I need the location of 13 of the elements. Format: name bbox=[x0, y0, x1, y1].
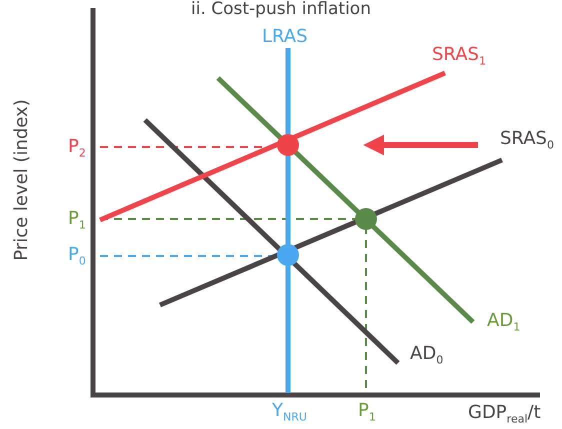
output-label: Y$_{NRU}$ bbox=[272, 402, 307, 423]
curve-label: LRAS bbox=[262, 28, 308, 46]
price-level-label: P$_{1}$ bbox=[68, 210, 86, 231]
price-level-label: P$_{0}$ bbox=[68, 246, 86, 267]
curve-label: SRAS$_{1}$ bbox=[432, 46, 486, 67]
output-label: P$_{1}$ bbox=[358, 402, 376, 423]
curve-label: AD$_{0}$ bbox=[410, 345, 444, 366]
curve-label: SRAS$_{0}$ bbox=[500, 130, 554, 151]
curve-label: AD$_{1}$ bbox=[487, 312, 520, 333]
axis-label: GDP$_{real}$/t bbox=[468, 404, 541, 425]
price-level-label: P$_{2}$ bbox=[68, 138, 86, 159]
chart-title: ii. Cost-push inflation bbox=[190, 1, 372, 18]
axis-label: Price level (index) bbox=[13, 99, 31, 261]
